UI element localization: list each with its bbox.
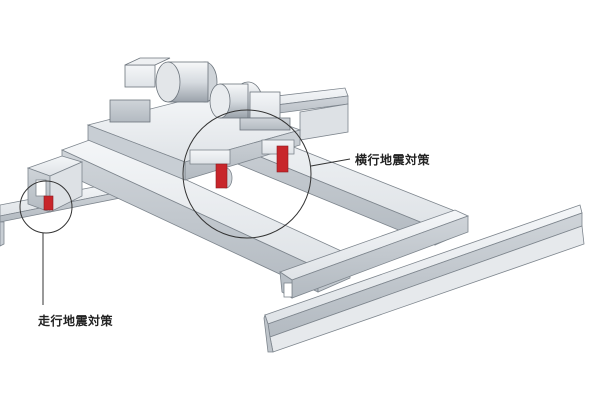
trolley-seismic-label: 横行地震対策 [355,153,431,167]
front-end-carriage [279,209,470,299]
trolley-callout-circle [182,109,312,239]
travel-callout-circle [19,180,73,234]
trolley-seismic-block-1 [215,163,228,189]
hoist-assembly [109,57,291,131]
front-runway-rail [263,204,585,353]
travel-seismic-label: 走行地震対策 [38,314,114,328]
trolley-seismic-block-2 [276,145,289,173]
left-end-carriage [26,155,84,213]
travel-seismic-block [43,195,54,211]
trolley-leader-line [310,158,351,167]
